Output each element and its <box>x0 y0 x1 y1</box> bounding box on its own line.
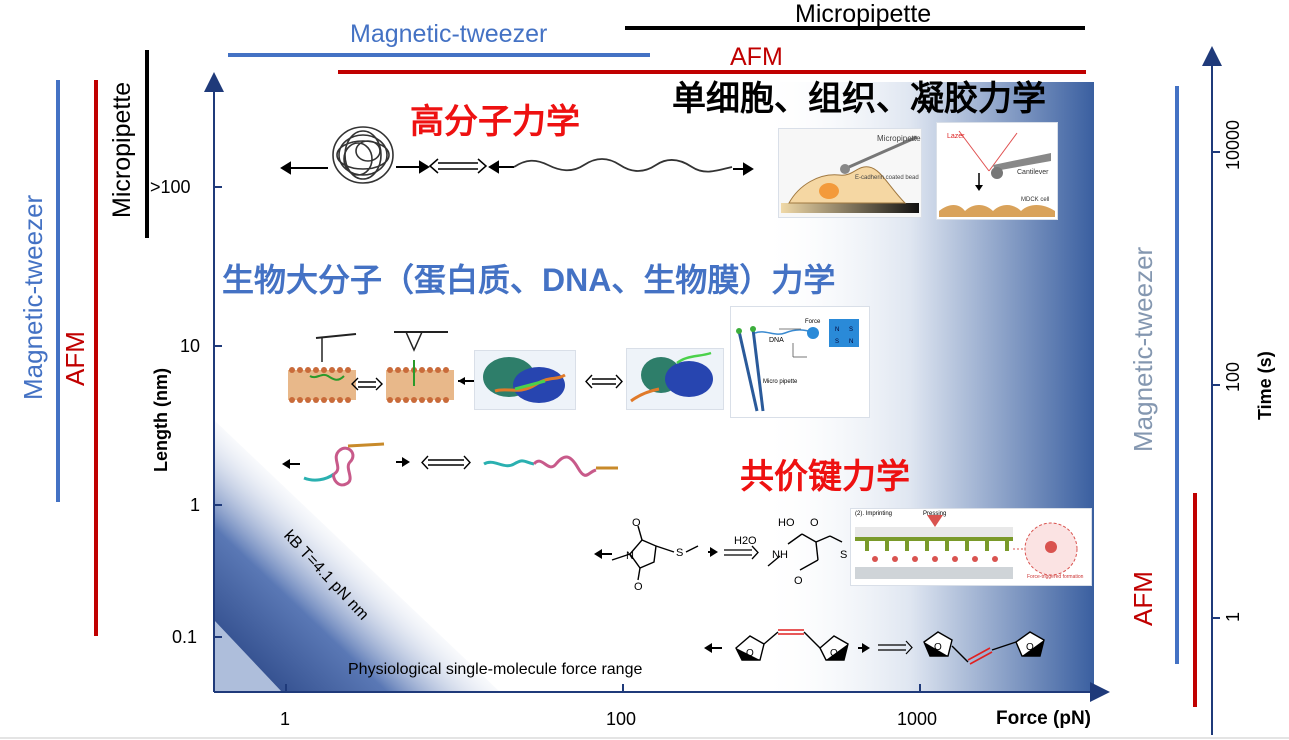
svg-text:O: O <box>810 517 819 529</box>
protein-inset-2 <box>626 348 724 410</box>
afm-cell-inset: Lazer Cantilever MDCK cell <box>936 122 1058 220</box>
x-tick-1: 1 <box>280 709 291 729</box>
heading-polymer: 高分子力学 <box>410 103 580 141</box>
x-tick-100: 100 <box>606 709 637 729</box>
polymer-illustration <box>280 126 754 184</box>
time-axis-label: Time (s) <box>1255 351 1275 420</box>
inset-mdck-text: MDCK cell <box>1021 197 1050 203</box>
left-micropipette-bar <box>145 50 149 238</box>
succinimide-reaction: O N O S HO O NH O S <box>594 517 847 593</box>
svg-text:S: S <box>835 339 839 345</box>
time-tick-10000: 10000 <box>1223 119 1243 170</box>
left-magnetic-bar <box>56 80 60 502</box>
heading-cell: 单细胞、组织、凝胶力学 <box>672 80 1046 118</box>
imprinting-inset: (2). Imprinting Pressing Force-triggered… <box>850 508 1092 586</box>
x-axis-label: Force (pN) <box>996 708 1091 729</box>
y-tick-1: 1 <box>190 495 201 515</box>
h2o-label: H2O <box>734 535 757 547</box>
right-afm-bar <box>1193 493 1197 707</box>
equilibrium-arrow <box>428 158 488 174</box>
svg-text:O: O <box>632 517 641 529</box>
y-tick-10: 10 <box>180 336 201 356</box>
svg-text:O: O <box>1026 642 1034 653</box>
inset-pressing-text: Pressing <box>923 511 947 517</box>
physiological-range-label: Physiological single-molecule force rang… <box>348 661 643 678</box>
inset-micro-pipette-text: Micro pipette <box>763 379 798 385</box>
top-magnetic-bar <box>228 53 650 57</box>
top-afm-label: AFM <box>730 43 783 71</box>
protein-unfold-arrow <box>458 377 474 385</box>
cyclic-ether-reaction: O O O O <box>704 629 1045 665</box>
top-magnetic-label: Magnetic-tweezer <box>350 20 548 48</box>
peptide-unfold-illustration <box>282 442 618 487</box>
svg-text:S: S <box>840 549 847 561</box>
protein-inset-1 <box>474 350 576 410</box>
inset-laser-text: Lazer <box>947 133 965 140</box>
x-tick-1000: 1000 <box>897 709 938 729</box>
top-micropipette-bar <box>625 26 1085 30</box>
inset-force-text: Force <box>805 319 821 325</box>
svg-text:S: S <box>849 327 853 333</box>
heading-covalent: 共价键力学 <box>740 458 910 496</box>
svg-text:N: N <box>626 550 634 562</box>
y-tick-100: >100 <box>150 177 191 197</box>
svg-text:HO: HO <box>778 517 795 529</box>
svg-text:N: N <box>835 327 839 333</box>
y-axis-label: Length (nm) <box>151 368 171 472</box>
inset-micropipette-text: Micropipette <box>877 134 921 143</box>
membrane-afm-illustration <box>288 331 454 403</box>
top-afm-bar <box>338 70 1086 74</box>
svg-text:N: N <box>849 339 853 345</box>
micropipette-cell-inset: Micropipette E-cadherin coated bead <box>778 128 922 218</box>
y-tick-01: 0.1 <box>172 627 198 647</box>
thermal-corner-light <box>214 620 282 692</box>
svg-text:O: O <box>794 575 803 587</box>
right-magnetic-bar <box>1175 86 1179 664</box>
protein-equilibrium-arrow <box>585 374 623 389</box>
thermal-corner-region <box>214 420 500 692</box>
stretched-polymer <box>513 158 733 173</box>
inset-dna-text: DNA <box>769 337 784 344</box>
svg-text:O: O <box>634 581 643 593</box>
top-micropipette-label: Micropipette <box>795 0 932 28</box>
inset-force-triggered-text: Force-triggered formation <box>1027 574 1084 580</box>
coiled-polymer <box>332 126 394 184</box>
time-tick-1: 1 <box>1223 611 1243 622</box>
svg-text:O: O <box>830 648 838 659</box>
left-afm-bar <box>94 80 98 636</box>
inset-cantilever-text: Cantilever <box>1017 169 1049 176</box>
svg-text:NH: NH <box>772 549 788 561</box>
svg-text:O: O <box>746 648 754 659</box>
inset-cadherin-text: E-cadherin coated bead <box>855 175 919 181</box>
dna-micropipette-inset: N S S N DNA Force Micro pipette <box>730 306 870 418</box>
svg-text:O: O <box>934 642 942 653</box>
heading-biomacro: 生物大分子（蛋白质、DNA、生物膜）力学 <box>222 262 836 298</box>
inset-imprinting-text: (2). Imprinting <box>855 511 893 517</box>
time-tick-100: 100 <box>1223 361 1243 392</box>
svg-text:S: S <box>676 547 683 559</box>
